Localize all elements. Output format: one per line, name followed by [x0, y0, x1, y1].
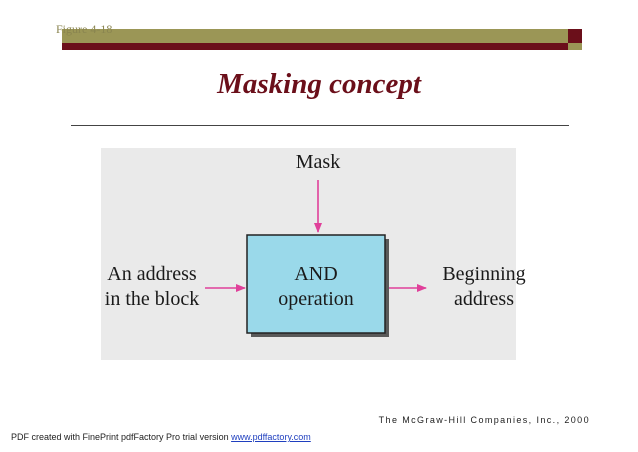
output-address-label: Beginning address — [442, 263, 526, 310]
and-operation-box — [246, 234, 386, 334]
pdffactory-link[interactable]: www.pdffactory.com — [231, 432, 311, 442]
pdf-notice-text: PDF created with FinePrint pdfFactory Pr… — [11, 432, 232, 442]
title-divider — [71, 125, 569, 126]
header-bar-dark — [62, 43, 568, 50]
header-bar-olive — [62, 29, 568, 43]
and-operation-label: AND operation — [278, 263, 354, 310]
mask-label: Mask — [295, 151, 341, 173]
input-address-label: An address in the block — [104, 263, 200, 310]
slide-title: Masking concept — [217, 68, 421, 100]
header-corner-square — [568, 29, 582, 43]
figure-label: Figure 4-18 — [56, 22, 113, 36]
header-corner-strip — [568, 43, 582, 50]
pdf-footer: PDF created with FinePrint pdfFactory Pr… — [11, 432, 311, 442]
copyright-notice: The McGraw-Hill Companies, Inc., 2000 — [378, 415, 590, 425]
